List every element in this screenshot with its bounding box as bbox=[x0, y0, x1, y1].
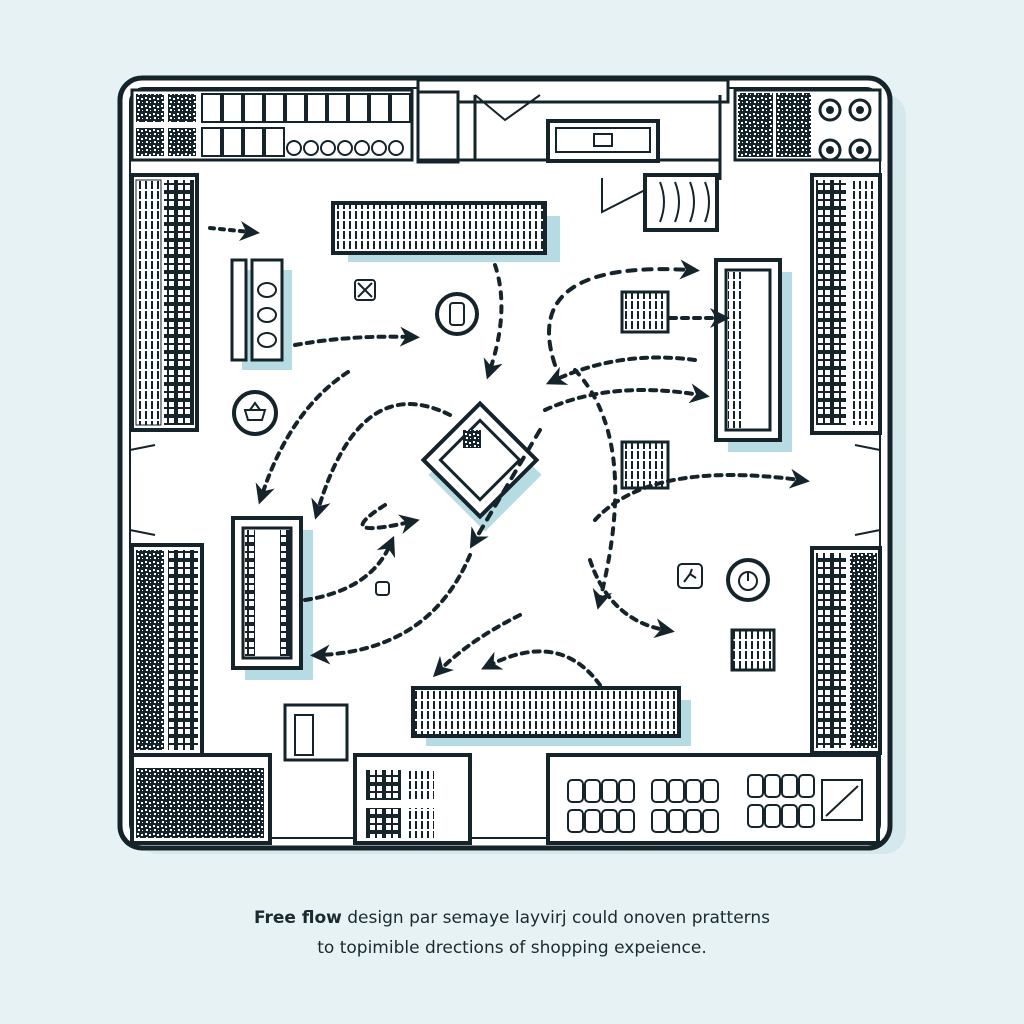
flow-arrow bbox=[303, 535, 396, 602]
flow-arrow bbox=[469, 428, 542, 549]
flow-arrow bbox=[311, 402, 452, 520]
bottom-shelving bbox=[268, 703, 880, 845]
shelf-bin bbox=[584, 809, 601, 833]
caption-line-2: to topimible drections of shopping expei… bbox=[317, 938, 707, 958]
clock-icon bbox=[726, 558, 770, 602]
flow-arrow bbox=[483, 263, 504, 380]
shelf-bin bbox=[243, 93, 264, 123]
produce-bowl-center bbox=[856, 106, 864, 114]
small-racks bbox=[620, 290, 776, 672]
shelf-bin bbox=[369, 93, 390, 123]
shelf-bin bbox=[390, 93, 411, 123]
shelf-bin bbox=[306, 93, 327, 123]
flow-arrow bbox=[547, 259, 700, 367]
produce-item bbox=[286, 140, 302, 156]
shelf-bin bbox=[567, 779, 584, 803]
shelf-bin bbox=[601, 809, 618, 833]
shelf-bin bbox=[348, 93, 369, 123]
shelf-bin bbox=[618, 809, 635, 833]
shelf-bin bbox=[702, 779, 719, 803]
produce-item bbox=[337, 140, 353, 156]
right-tall-rack bbox=[714, 258, 792, 452]
shelf-bin bbox=[651, 809, 668, 833]
left-wall-shelving bbox=[129, 173, 272, 845]
flow-arrow bbox=[588, 558, 675, 639]
top-right-produce bbox=[733, 88, 882, 162]
basket-icon bbox=[232, 390, 278, 436]
left-endcap bbox=[230, 258, 292, 370]
flow-arrow bbox=[255, 370, 350, 505]
flow-arrow bbox=[310, 553, 472, 665]
shelf-bin bbox=[243, 127, 264, 157]
shelf-bin bbox=[285, 93, 306, 123]
center-display bbox=[420, 400, 542, 532]
shelf-bin bbox=[201, 93, 222, 123]
shelf-bin bbox=[668, 779, 685, 803]
flow-arrow bbox=[293, 326, 420, 347]
top-left-shelving bbox=[130, 88, 414, 162]
produce-item bbox=[303, 140, 319, 156]
shelf-bin bbox=[764, 804, 781, 828]
shopping-bag-icon bbox=[435, 292, 479, 336]
shelf-bin bbox=[264, 127, 285, 157]
produce-bowl-center bbox=[826, 146, 834, 154]
shelf-bin bbox=[327, 93, 348, 123]
shelf-bin bbox=[781, 804, 798, 828]
produce-item bbox=[354, 140, 370, 156]
flow-arrow bbox=[481, 649, 602, 687]
produce-item bbox=[388, 140, 404, 156]
flow-arrow bbox=[208, 221, 260, 241]
runner-icon bbox=[677, 563, 703, 589]
checkout-counter bbox=[546, 119, 719, 232]
customer-flow-paths bbox=[208, 221, 810, 687]
shelf-bin bbox=[601, 779, 618, 803]
shelf-bin bbox=[201, 127, 222, 157]
caption-line-1-text: design par semaye layvirj could onoven p… bbox=[347, 908, 771, 928]
caption-line-1: Free flow design par semaye layvirj coul… bbox=[0, 908, 1024, 928]
shelf-bin bbox=[764, 774, 781, 798]
shelf-bin bbox=[567, 809, 584, 833]
shelf-bin bbox=[781, 774, 798, 798]
shelf-bin bbox=[618, 779, 635, 803]
produce-item bbox=[371, 140, 387, 156]
small-square-icon bbox=[375, 581, 390, 596]
shelf-bin bbox=[798, 804, 815, 828]
shelf-bin bbox=[798, 774, 815, 798]
produce-bowl-center bbox=[826, 106, 834, 114]
flow-arrow bbox=[545, 355, 697, 385]
flow-arrow bbox=[593, 468, 810, 522]
shelf-bin bbox=[668, 809, 685, 833]
right-wall-shelving bbox=[810, 173, 882, 755]
shelf-bin bbox=[222, 93, 243, 123]
bottom-gondola bbox=[411, 686, 691, 746]
produce-bowl-center bbox=[856, 146, 864, 154]
shelf-bin bbox=[747, 804, 764, 828]
flow-arrow bbox=[432, 613, 522, 678]
shelf-bin bbox=[222, 127, 243, 157]
left-tall-rack bbox=[231, 516, 313, 680]
close-box-icon bbox=[354, 279, 376, 301]
caption-bold: Free flow bbox=[253, 908, 342, 928]
shelf-bin bbox=[685, 809, 702, 833]
shelf-bin bbox=[584, 779, 601, 803]
flow-arrow bbox=[543, 383, 710, 412]
shelf-bin bbox=[651, 779, 668, 803]
produce-item bbox=[320, 140, 336, 156]
shelf-bin bbox=[747, 774, 764, 798]
top-gondola bbox=[331, 201, 560, 262]
flow-arrow bbox=[360, 503, 420, 534]
shelf-bin bbox=[702, 809, 719, 833]
flow-arrow bbox=[573, 368, 618, 610]
shelf-bin bbox=[264, 93, 285, 123]
shelf-bin bbox=[685, 779, 702, 803]
